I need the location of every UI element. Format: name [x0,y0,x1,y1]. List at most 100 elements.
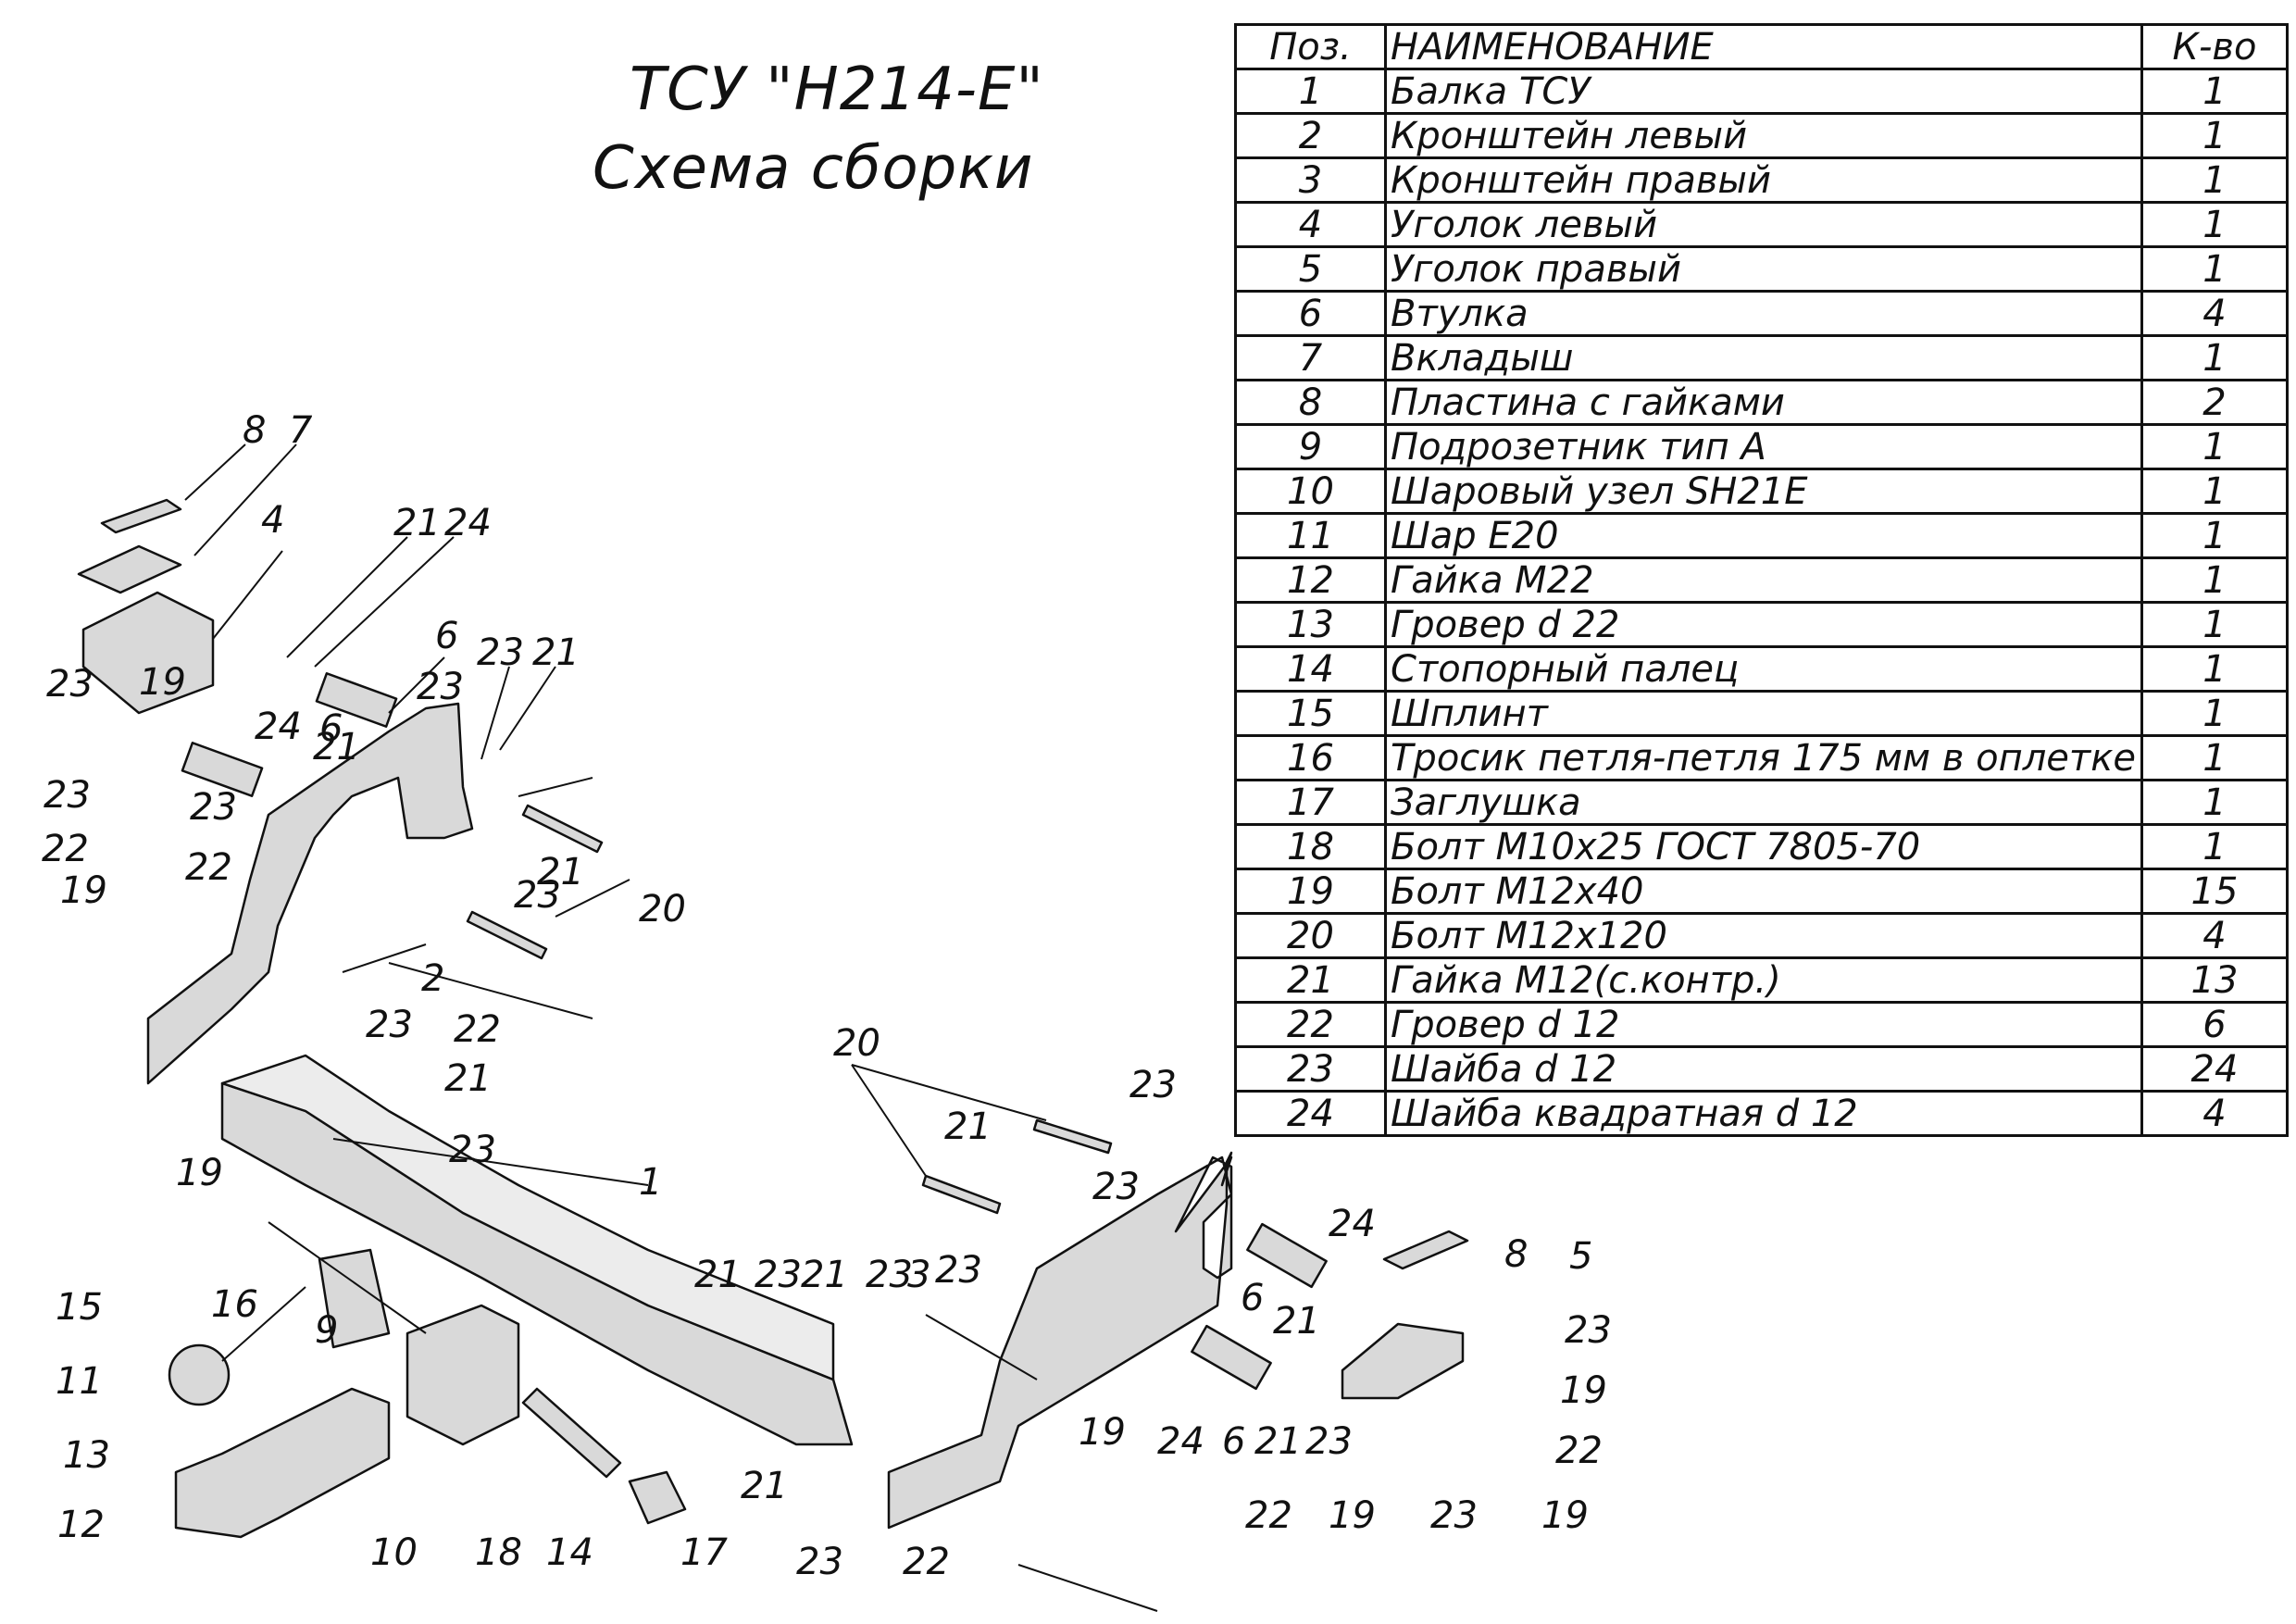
spec-qty-cell: 1 [2140,201,2289,248]
callout-number: 21 [1273,1300,1320,1343]
spec-qty-cell: 13 [2140,956,2289,1004]
spec-pos-cell: 7 [1234,334,1387,381]
callout-number: 23 [1305,1420,1353,1463]
left-bracket-part [146,702,474,1085]
spec-qty-cell: 1 [2140,779,2289,826]
callout-number: 12 [57,1504,105,1546]
callout-number: 23 [1092,1166,1140,1208]
callout-number: 23 [1129,1064,1177,1106]
sleeve-part-4 [1191,1324,1272,1391]
callout-number: 2 [421,957,444,1000]
callout-number: 21 [801,1254,848,1296]
sleeve-part-1 [315,672,398,728]
spec-pos-cell: 17 [1234,779,1387,826]
callout-number: 18 [475,1531,522,1574]
callout-number: 23 [46,663,94,706]
spec-pos-cell: 16 [1234,734,1387,781]
spec-pos-cell: 10 [1234,468,1387,515]
callout-number: 19 [1329,1494,1376,1537]
spec-qty-cell: 1 [2140,823,2289,870]
callout-number: 5 [1569,1235,1592,1278]
spec-name-cell: Вкладыш [1384,334,2143,381]
callout-number: 23 [449,1129,496,1171]
callout-number: 21 [532,631,580,674]
callout-number: 21 [694,1254,742,1296]
callout-number: 23 [796,1541,843,1583]
spec-name-cell: Стопорный палец [1384,645,2143,693]
callout-number: 21 [741,1465,788,1507]
spec-name-cell: Пластина с гайками [1384,379,2143,426]
spec-pos-cell: 21 [1234,956,1387,1004]
spec-name-cell: Шплинт [1384,690,2143,737]
callout-number: 1 [639,1161,662,1204]
callout-number: 23 [1430,1494,1478,1537]
spec-pos-cell: 22 [1234,1001,1387,1048]
spec-qty-cell: 1 [2140,334,2289,381]
callout-number: 24 [444,502,492,544]
spec-name-cell: Уголок правый [1384,245,2143,293]
spec-qty-cell: 1 [2140,512,2289,559]
right-angle-part [1341,1322,1465,1400]
callout-number: 20 [639,888,686,931]
callout-number: 20 [833,1022,880,1065]
spec-qty-cell: 1 [2140,245,2289,293]
drawing-title: ТСУ "Н214-Е" [630,56,1044,124]
callout-number: 19 [1541,1494,1589,1537]
callout-number: 23 [44,774,91,817]
header-name: НАИМЕНОВАНИЕ [1384,23,2143,70]
spec-name-cell: Шайба квадратная d 12 [1384,1090,2143,1137]
spec-qty-cell: 1 [2140,68,2289,115]
long-bolt-part-1 [521,804,604,854]
spec-qty-cell: 1 [2140,423,2289,470]
callout-number: 23 [417,666,464,708]
callout-number: 23 [190,786,237,829]
spec-pos-cell: 13 [1234,601,1387,648]
spec-name-cell: Шайба d 12 [1384,1045,2143,1093]
plug-cap-part [628,1470,687,1525]
spec-qty-cell: 1 [2140,468,2289,515]
beam-top-face [220,1054,835,1381]
callout-number: 21 [313,726,360,768]
callout-number: 6 [319,707,343,750]
callout-number: 11 [56,1360,103,1403]
callout-number: 9 [315,1309,338,1352]
nut-plate-part-left [100,498,182,534]
spec-name-cell: Гайка М12(с.контр.) [1384,956,2143,1004]
callout-number: 21 [537,851,584,893]
callout-number: 19 [1079,1411,1126,1454]
callout-number: 24 [1329,1203,1376,1245]
spec-name-cell: Подрозетник тип А [1384,423,2143,470]
spec-name-cell: Болт М12х40 [1384,868,2143,915]
spec-qty-cell: 24 [2140,1045,2289,1093]
callout-number: 19 [60,869,107,912]
spec-pos-cell: 14 [1234,645,1387,693]
insert-plate-part [77,544,182,594]
callout-number: 23 [477,631,524,674]
spec-name-cell: Болт М12х120 [1384,912,2143,959]
spec-name-cell: Гровер d 12 [1384,1001,2143,1048]
spec-name-cell: Шаровый узел SH21E [1384,468,2143,515]
callout-number: 4 [261,499,284,542]
callout-number: 23 [866,1254,913,1296]
spec-qty-cell: 1 [2140,690,2289,737]
long-bolt-part-4 [921,1174,1002,1215]
spec-pos-cell: 12 [1234,556,1387,604]
spec-name-cell: Балка ТСУ [1384,68,2143,115]
spec-qty-cell: 1 [2140,645,2289,693]
spec-pos-cell: 20 [1234,912,1387,959]
tow-ball-part [168,1343,231,1406]
